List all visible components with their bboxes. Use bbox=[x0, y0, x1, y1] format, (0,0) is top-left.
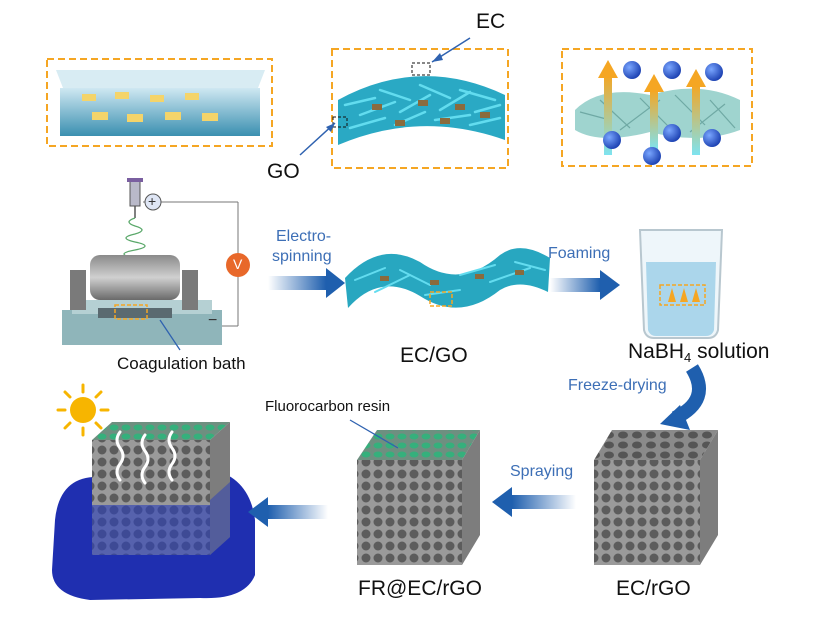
go-flake bbox=[82, 94, 96, 101]
positive-terminal-label: + bbox=[148, 193, 157, 209]
label-electrospinning-2: spinning bbox=[272, 248, 332, 265]
resin-pointer bbox=[349, 419, 399, 449]
cube-fr-ec-rgo bbox=[357, 430, 480, 565]
ec-go-mat bbox=[345, 248, 550, 308]
go-flake bbox=[202, 113, 218, 121]
h2-bubble-icon bbox=[643, 147, 661, 165]
label-go-top: GO bbox=[267, 160, 300, 183]
process-arrow-freeze-drying bbox=[660, 364, 706, 430]
process-arrow-electrospinning bbox=[268, 268, 345, 298]
label-ec-rgo: EC/rGO bbox=[616, 577, 691, 600]
h2-flow-arrow-head bbox=[644, 74, 664, 92]
beaker-icon bbox=[638, 229, 724, 339]
go-flake bbox=[127, 114, 143, 122]
collector-drum bbox=[90, 255, 180, 300]
h2-flow-arrow bbox=[604, 75, 612, 155]
ec-callout-box bbox=[411, 62, 431, 76]
label-ec-top: EC bbox=[476, 10, 506, 33]
label-coagulation-bath: Coagulation bath bbox=[117, 354, 246, 373]
drum-stand-left bbox=[70, 270, 86, 310]
coagulation-bath-highlight bbox=[114, 304, 148, 320]
h2-bubble-label: H2 bbox=[646, 62, 657, 72]
h2-flow-arrow-head bbox=[686, 69, 706, 87]
cube-final-product bbox=[92, 422, 230, 555]
sun-icon bbox=[56, 383, 110, 437]
process-arrow-spraying bbox=[492, 487, 576, 517]
go-sheets bbox=[372, 100, 490, 126]
coagulation-bath-tray bbox=[98, 308, 172, 318]
panel-frame bbox=[561, 48, 753, 167]
voltmeter-label: V bbox=[233, 256, 243, 272]
h2-bubble-icon bbox=[623, 61, 641, 79]
label-electrospinning-1: Electro- bbox=[276, 228, 332, 245]
go-flake bbox=[92, 112, 108, 120]
vapor-lines bbox=[115, 430, 177, 485]
label-freeze-drying: Freeze-drying bbox=[568, 377, 667, 394]
label-ec-go: EC/GO bbox=[400, 344, 468, 367]
fiber-mat bbox=[338, 76, 505, 145]
ec-pointer-head bbox=[432, 53, 443, 62]
cube-ec-rgo bbox=[594, 430, 718, 565]
fiber-strands bbox=[343, 83, 502, 130]
h2-bubble-icon bbox=[663, 61, 681, 79]
h2-flow-arrow bbox=[650, 90, 658, 150]
go-pointer-head bbox=[326, 123, 335, 132]
panel-frame bbox=[46, 58, 273, 147]
water-slab-top bbox=[56, 70, 265, 88]
voltmeter-icon bbox=[226, 253, 250, 277]
electrospinning-setup bbox=[62, 178, 250, 351]
label-foaming: Foaming bbox=[548, 245, 611, 262]
label-fr-ec-rgo: FR@EC/rGO bbox=[358, 577, 482, 600]
process-arrow-foaming bbox=[550, 270, 620, 300]
h2-bubble-icon bbox=[663, 124, 681, 142]
go-flake bbox=[165, 112, 181, 120]
h2-flow-arrow-head bbox=[598, 60, 618, 78]
process-arrow-to-final bbox=[248, 497, 328, 527]
panel-ec-go-fibers bbox=[299, 37, 509, 169]
go-callout-box bbox=[332, 116, 348, 128]
go-flake bbox=[185, 93, 199, 100]
h2-bubble-icon bbox=[603, 131, 621, 149]
negative-terminal-label: − bbox=[208, 312, 218, 329]
syringe-icon bbox=[127, 178, 143, 218]
label-fluorocarbon-resin: Fluorocarbon resin bbox=[265, 398, 391, 415]
label-nabh4-solution: NaBH4 solution bbox=[628, 340, 770, 365]
h2-bubble-icon bbox=[705, 63, 723, 81]
h2-bubbles bbox=[603, 61, 723, 165]
positive-terminal bbox=[144, 193, 162, 211]
drum-stand-right bbox=[182, 270, 198, 310]
h2-bubble-icon bbox=[703, 129, 721, 147]
coagulation-pointer bbox=[159, 319, 181, 351]
panel-go-in-water bbox=[46, 58, 273, 147]
panel-frame bbox=[331, 48, 509, 169]
panel-h2-foaming bbox=[561, 48, 753, 167]
go-flake bbox=[115, 92, 129, 99]
label-spraying: Spraying bbox=[510, 463, 574, 480]
h2-flow-arrow bbox=[692, 85, 700, 155]
go-flake bbox=[150, 95, 164, 102]
